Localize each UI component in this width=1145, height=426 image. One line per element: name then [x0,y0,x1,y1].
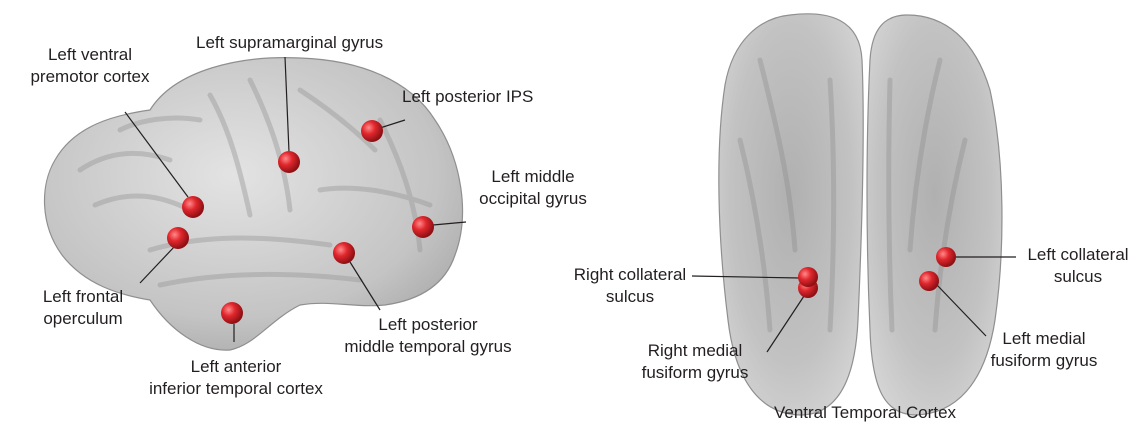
label-anterior-itc: Left anterior inferior temporal cortex [128,356,344,400]
ventral-brain [719,14,1002,415]
label-supramarginal: Left supramarginal gyrus [196,32,383,54]
marker-left-collateral [936,247,956,267]
marker-anterior-itc [221,302,243,324]
label-ventral-premotor: Left ventral premotor cortex [10,44,170,88]
label-middle-occipital: Left middle occipital gyrus [458,166,608,210]
marker-posterior-mtg [333,242,355,264]
label-left-collateral: Left collateral sulcus [1016,244,1140,288]
label-right-medial-fusiform: Right medial fusiform gyrus [630,340,760,384]
label-posterior-mtg: Left posterior middle temporal gyrus [338,314,518,358]
label-left-medial-fusiform: Left medial fusiform gyrus [974,328,1114,372]
label-posterior-ips: Left posterior IPS [402,86,533,108]
label-right-collateral: Right collateral sulcus [572,264,688,308]
label-frontal-operculum: Left frontal operculum [28,286,138,330]
marker-middle-occipital [412,216,434,238]
marker-left-medial-fusiform [919,271,939,291]
marker-supramarginal [278,151,300,173]
marker-frontal-operculum [167,227,189,249]
marker-posterior-ips [361,120,383,142]
marker-ventral-premotor [182,196,204,218]
marker-right-collateral [798,267,818,287]
ventral-title: Ventral Temporal Cortex [740,402,990,424]
